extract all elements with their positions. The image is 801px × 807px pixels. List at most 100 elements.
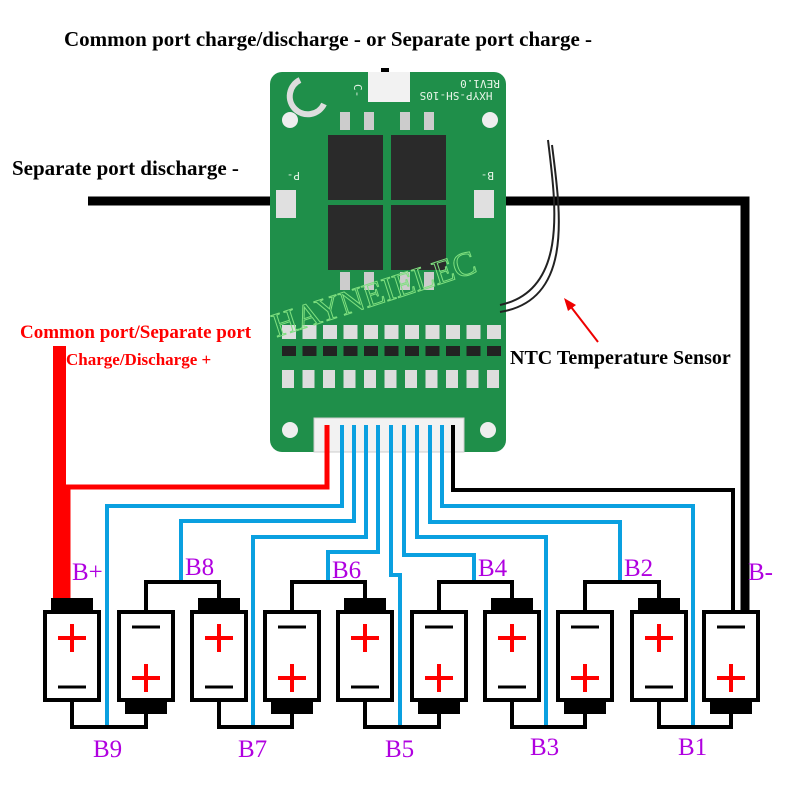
battery-cell (630, 598, 688, 702)
b8-wire (179, 425, 356, 582)
b9-wire (105, 425, 344, 727)
series-link-bottom (510, 701, 587, 729)
tap-bplus: B+ (72, 559, 103, 586)
ntc-wire (499, 144, 560, 313)
resistor (282, 370, 294, 388)
tap-b2: B2 (624, 555, 653, 582)
red-label-2: Charge/Discharge + (66, 350, 211, 369)
tap-b7: B7 (238, 736, 267, 763)
resistor (487, 325, 501, 339)
tap-b4: B4 (478, 555, 508, 582)
cell-cap (564, 700, 606, 714)
p-pad (276, 190, 296, 218)
series-link-top (437, 580, 514, 612)
smd-components (282, 325, 501, 388)
mosfets (328, 135, 446, 270)
resistor (405, 370, 417, 388)
resistor (323, 325, 337, 339)
battery-cell (263, 610, 321, 714)
resistor (302, 325, 317, 339)
tap-b6: B6 (332, 557, 361, 584)
transistor (487, 346, 501, 356)
cell-cap (344, 598, 386, 612)
transistor (384, 346, 399, 356)
cell-cap (638, 598, 680, 612)
battery-cells (43, 580, 760, 729)
pad-p-label: P- (287, 169, 300, 182)
resistor (446, 325, 460, 339)
red-label-1: Common port/Separate port (20, 322, 252, 343)
tap-b3: B3 (530, 734, 559, 761)
resistor (466, 325, 481, 339)
series-link-bottom (657, 701, 733, 729)
cell-cap (198, 598, 240, 612)
tap-b1: B1 (678, 734, 707, 761)
resistor (364, 325, 378, 339)
resistor (323, 370, 335, 388)
transistor (282, 346, 296, 356)
transistor (466, 346, 481, 356)
pad-b-label: B- (481, 169, 494, 182)
resistor (487, 370, 499, 388)
b6-wire (326, 425, 380, 582)
b3-wire (415, 425, 548, 727)
resistor (343, 370, 356, 388)
resistor (446, 370, 458, 388)
mount-hole (480, 422, 496, 438)
resistor (425, 325, 440, 339)
b-minus-balance-wire (451, 425, 735, 612)
cell-cap (491, 598, 533, 612)
battery-cell (190, 598, 248, 702)
cell-cap (418, 700, 460, 714)
positive-main-wire (53, 346, 66, 598)
resistor (466, 370, 479, 388)
b1-wire (440, 425, 695, 727)
pad-c-label: C- (351, 84, 364, 97)
resistor (343, 325, 358, 339)
resistor (364, 370, 376, 388)
board-revision: REV1.0 (460, 77, 500, 90)
cell-cap (51, 598, 93, 612)
balance-wires (65, 425, 735, 727)
c-pad (368, 72, 410, 102)
cell-cap (271, 700, 313, 714)
battery-cell (43, 598, 101, 702)
ntc-arrowhead (564, 298, 576, 311)
resistor (384, 370, 397, 388)
battery-cell (702, 610, 760, 714)
board-model: HXYP-SH-10S (420, 89, 493, 102)
cell-body (483, 610, 541, 702)
tap-b5: B5 (385, 736, 414, 763)
resistor (405, 325, 419, 339)
tap-bminus: B- (748, 559, 773, 586)
transistor (364, 346, 378, 356)
b5-wire (389, 425, 402, 727)
mount-hole (282, 422, 298, 438)
transistor (405, 346, 419, 356)
resistor (425, 370, 438, 388)
ntc-wire (499, 139, 556, 306)
battery-cell (483, 598, 541, 702)
bms-board: HXYP-SH-10S REV1.0 P- B- C- HAYNEIELEC (267, 72, 506, 453)
series-link-bottom (70, 701, 148, 729)
top-label: Common port charge/discharge - or Separa… (64, 27, 592, 51)
transistor (302, 346, 317, 356)
left-label: Separate port discharge - (12, 156, 239, 180)
b2-wire (428, 425, 622, 582)
transistor (323, 346, 337, 356)
tap-b8: B8 (185, 554, 214, 581)
series-link-top (290, 580, 367, 612)
battery-cell (336, 598, 394, 702)
battery-cell (410, 610, 468, 714)
transistor (343, 346, 358, 356)
series-link-bottom (217, 701, 294, 729)
ntc-sensor (499, 139, 599, 343)
resistor (302, 370, 315, 388)
main-wires (53, 68, 750, 612)
cell-cap (125, 700, 167, 714)
mount-hole (482, 112, 498, 128)
b-pad (474, 190, 494, 218)
b-minus-main-wire (480, 196, 750, 612)
resistor (282, 325, 296, 339)
